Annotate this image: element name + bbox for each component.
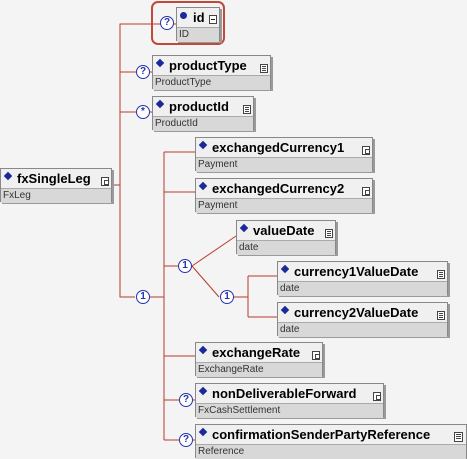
expand-icon[interactable] xyxy=(243,105,251,114)
element-name: exchangeRate xyxy=(212,345,301,360)
element-name: currency1ValueDate xyxy=(294,264,419,279)
element-diamond-icon xyxy=(280,264,290,274)
collapse-icon[interactable] xyxy=(209,15,217,24)
element-type: Payment xyxy=(196,198,372,213)
selected-attribute-outline xyxy=(151,1,225,45)
element-type: date xyxy=(237,240,335,255)
element-type: ProductId xyxy=(153,116,253,131)
element-exchangedCurrency2[interactable]: exchangedCurrency2 Payment xyxy=(195,178,373,213)
attribute-dot-icon xyxy=(180,12,187,19)
expand-icon[interactable] xyxy=(325,229,333,238)
sequence-indicator-icon: 1 xyxy=(136,290,150,304)
element-diamond-icon xyxy=(3,171,13,181)
element-type: Payment xyxy=(196,157,372,172)
element-name: productType xyxy=(169,58,247,73)
element-fxSingleLeg[interactable]: fxSingleLeg FxLeg xyxy=(0,168,112,203)
element-diamond-icon xyxy=(280,305,290,315)
element-productId[interactable]: productId ProductId xyxy=(152,96,254,131)
expand-icon[interactable] xyxy=(260,64,268,73)
expand-icon[interactable] xyxy=(437,311,445,320)
element-name: currency2ValueDate xyxy=(294,305,419,320)
expand-icon[interactable] xyxy=(362,146,370,155)
element-name: valueDate xyxy=(253,223,315,238)
element-name: id xyxy=(193,10,205,25)
element-type: FxCashSettlement xyxy=(196,403,383,418)
element-exchangeRate[interactable]: exchangeRate ExchangeRate xyxy=(195,342,323,377)
element-name: nonDeliverableForward xyxy=(212,386,357,401)
element-type: FxLeg xyxy=(1,188,111,203)
element-name: confirmationSenderPartyReference xyxy=(212,427,431,442)
element-diamond-icon xyxy=(198,345,208,355)
sequence-indicator-icon: 1 xyxy=(220,290,234,304)
element-name: fxSingleLeg xyxy=(17,171,91,186)
choice-indicator-icon: 1 xyxy=(178,259,192,273)
element-type: date xyxy=(278,281,447,296)
element-diamond-icon xyxy=(155,99,165,109)
element-currency2ValueDate[interactable]: currency2ValueDate date xyxy=(277,302,448,337)
optional-indicator-icon: ? xyxy=(179,393,193,407)
element-diamond-icon xyxy=(198,386,208,396)
element-type: Reference xyxy=(196,444,466,459)
element-confirmationSenderPartyReference[interactable]: confirmationSenderPartyReference Referen… xyxy=(195,424,467,459)
element-name: exchangedCurrency1 xyxy=(212,140,345,155)
element-diamond-icon xyxy=(198,140,208,150)
element-diamond-icon xyxy=(239,223,249,233)
element-type: ExchangeRate xyxy=(196,362,322,377)
element-diamond-icon xyxy=(198,181,208,191)
element-type: ID xyxy=(177,27,219,42)
expand-icon[interactable] xyxy=(101,177,109,186)
expand-icon[interactable] xyxy=(312,351,320,360)
optional-indicator-icon: ? xyxy=(160,16,174,30)
element-valueDate[interactable]: valueDate date xyxy=(236,220,336,255)
element-exchangedCurrency1[interactable]: exchangedCurrency1 Payment xyxy=(195,137,373,172)
element-type: ProductType xyxy=(153,75,270,90)
element-name: productId xyxy=(169,99,229,114)
element-name: exchangedCurrency2 xyxy=(212,181,345,196)
element-type: date xyxy=(278,322,447,337)
expand-icon[interactable] xyxy=(373,392,381,401)
repeat-indicator-icon: * xyxy=(136,105,150,119)
expand-icon[interactable] xyxy=(454,432,463,442)
element-diamond-icon xyxy=(155,58,165,68)
optional-indicator-icon: ? xyxy=(136,65,150,79)
expand-icon[interactable] xyxy=(362,187,370,196)
attribute-id[interactable]: id ID xyxy=(176,7,220,42)
expand-icon[interactable] xyxy=(437,270,445,279)
optional-indicator-icon: ? xyxy=(179,433,193,447)
element-currency1ValueDate[interactable]: currency1ValueDate date xyxy=(277,261,448,296)
element-diamond-icon xyxy=(198,427,208,437)
element-nonDeliverableForward[interactable]: nonDeliverableForward FxCashSettlement xyxy=(195,383,384,418)
element-productType[interactable]: productType ProductType xyxy=(152,55,271,90)
